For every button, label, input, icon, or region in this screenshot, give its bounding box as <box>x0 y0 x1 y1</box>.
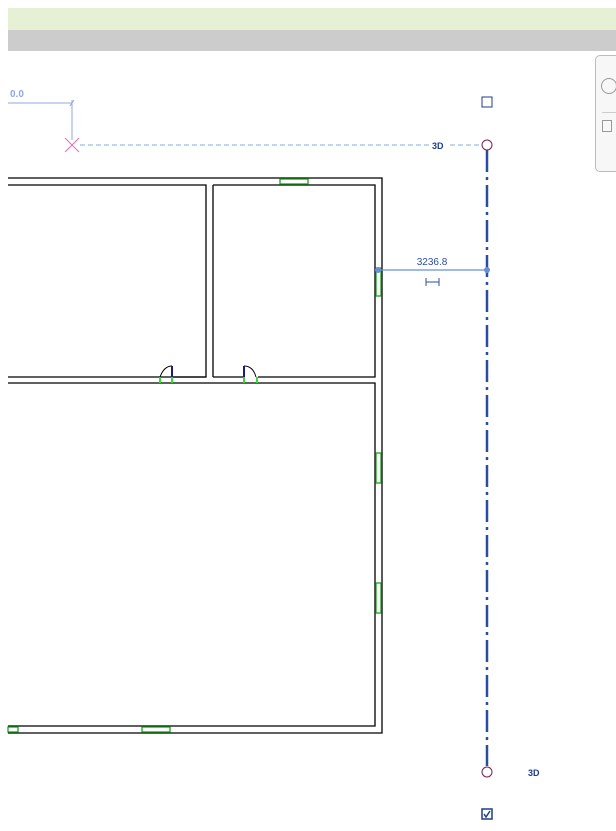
window[interactable] <box>141 726 171 733</box>
temporary-dimension[interactable]: 3236.8 <box>375 257 490 286</box>
window[interactable] <box>279 178 309 185</box>
dimension-value[interactable]: 3236.8 <box>417 257 448 268</box>
dimension-lock-icon[interactable] <box>425 278 440 286</box>
zoom-region-icon[interactable] <box>602 120 612 132</box>
navigation-bar[interactable] <box>595 55 616 172</box>
door[interactable] <box>159 365 173 383</box>
elevation-label: 0.0 <box>10 89 24 100</box>
door[interactable] <box>243 365 258 383</box>
section-tag-top[interactable]: 3D <box>432 141 444 151</box>
section-tag-bottom[interactable]: 3D <box>528 768 540 778</box>
origin-cross-icon <box>64 137 80 153</box>
elevation-marker[interactable]: 0.0 <box>8 89 75 140</box>
window[interactable] <box>375 452 382 484</box>
section-flip-square-icon[interactable] <box>481 96 493 108</box>
navigation-wheel-icon[interactable] <box>601 78 616 94</box>
window[interactable] <box>375 582 382 614</box>
ribbon-header <box>8 8 616 30</box>
section-checkbox-icon[interactable] <box>481 808 493 820</box>
window[interactable] <box>7 726 19 733</box>
view-tab-bar[interactable] <box>8 30 616 51</box>
section-end-grip[interactable] <box>481 766 493 778</box>
walls[interactable] <box>8 177 383 734</box>
nav-divider <box>602 112 616 113</box>
section-end-grip[interactable] <box>481 139 493 151</box>
